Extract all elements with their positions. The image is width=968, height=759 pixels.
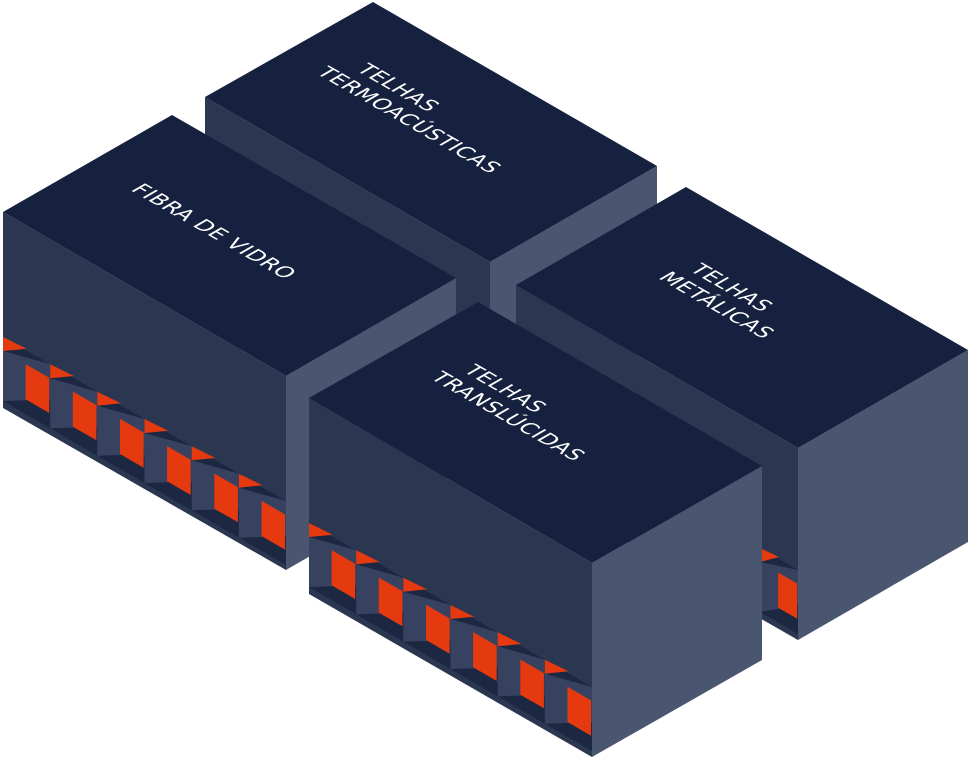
block-metalicas-right-face: [798, 350, 968, 640]
stripe-accent-cap: [309, 523, 333, 537]
block-metalicas-stripes: [760, 548, 798, 634]
stripe-accent-cap: [403, 577, 427, 592]
block-fibra-top-face: [3, 115, 456, 376]
stripe-accent-cap: [50, 364, 74, 379]
stripe-accent-cap: [497, 632, 522, 647]
stripe-accent-cap: [238, 473, 263, 488]
stripe-accent-cap: [3, 337, 27, 351]
stripe-accent-block: [331, 550, 356, 599]
stripe-accent-cap: [544, 659, 569, 674]
stripe-accent-block: [378, 577, 403, 627]
block-fibra-stripes: [3, 337, 286, 565]
stripe-accent-block: [261, 500, 286, 550]
block-translucidas-top-face: [309, 302, 762, 563]
stripe-accent-block: [426, 604, 450, 654]
stripe-accent-block: [473, 632, 497, 681]
stripe-accent-block: [25, 364, 50, 413]
stripe-accent-block: [520, 659, 544, 709]
stripe-accent-cap: [450, 605, 475, 619]
stripe-accent-block: [72, 391, 97, 441]
block-termoacusticas-top-face: [205, 2, 657, 262]
stripe-accent-block: [778, 572, 798, 619]
block-translucidas-stripes: [309, 523, 592, 751]
stripe-accent-cap: [144, 419, 169, 433]
stripe-accent-cap: [191, 446, 216, 461]
block-translucidas: TELHAS TRANSLÚCIDAS: [309, 302, 762, 757]
stripe-accent-block: [167, 446, 191, 495]
stripe-accent-cap: [356, 550, 380, 565]
stripe-accent-cap: [97, 391, 121, 406]
stripe-accent-block: [120, 418, 144, 468]
stripe-accent-block: [214, 473, 238, 523]
stripe-accent-block: [567, 686, 592, 736]
stripe-accent-cap: [760, 548, 779, 562]
block-fibra-de-vidro: FIBRA DE VIDRO: [3, 115, 456, 570]
block-metalicas-top-face: [516, 187, 968, 448]
